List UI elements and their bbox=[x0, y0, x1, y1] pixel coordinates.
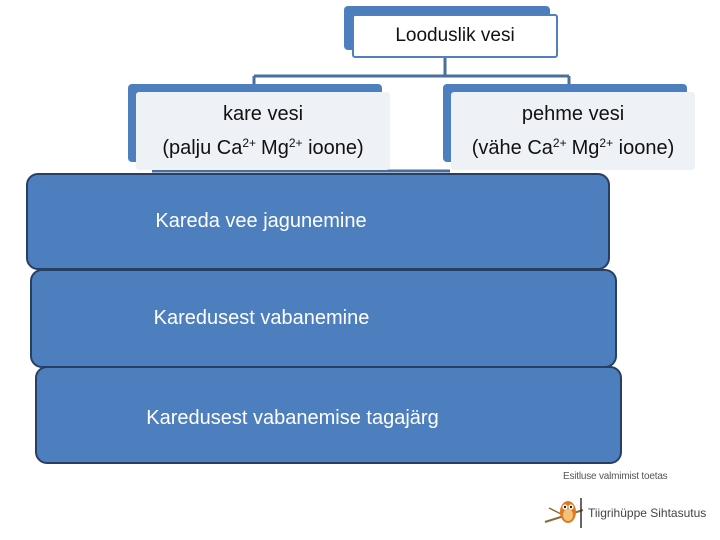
root-node-label: Looduslik vesi bbox=[395, 25, 515, 46]
process-karedusest-vabanemine[interactable]: Karedusest vabanemine bbox=[30, 269, 617, 368]
footer-organization: Tiigrihüppe Sihtasutus bbox=[588, 506, 707, 520]
node-pehme-vesi-box bbox=[451, 92, 695, 170]
kare-vesi-ions: (palju Ca2+Mg2+ ioone) bbox=[162, 136, 364, 159]
node-kare-vesi: kare vesi (palju Ca2+Mg2+ ioone) bbox=[128, 84, 390, 170]
process-label-3: Karedusest vabanemise tagajärg bbox=[146, 406, 439, 429]
process-kareda-vee-jagunemine[interactable]: Kareda vee jagunemine bbox=[26, 173, 610, 270]
process-karedusest-vabanemise-tagajarg[interactable]: Karedusest vabanemise tagajärg bbox=[35, 366, 622, 464]
node-pehme-vesi: pehme vesi (vähe Ca2+Mg2+ ioone) bbox=[443, 84, 695, 170]
pehme-vesi-ions: (vähe Ca2+Mg2+ ioone) bbox=[471, 136, 675, 159]
process-label-1: Kareda vee jagunemine bbox=[155, 210, 367, 232]
root-node-box bbox=[352, 14, 558, 58]
owl-logo-icon bbox=[544, 498, 584, 528]
footer-supported-by: Esitluse valmimist toetas bbox=[563, 471, 668, 482]
kare-vesi-title: kare vesi bbox=[222, 103, 304, 125]
process-label-2: Karedusest vabanemine bbox=[153, 307, 370, 329]
pehme-vesi-title: pehme vesi bbox=[521, 103, 625, 125]
root-node-looduslik-vesi: Looduslik vesi bbox=[344, 6, 558, 58]
node-kare-vesi-box bbox=[136, 92, 390, 170]
